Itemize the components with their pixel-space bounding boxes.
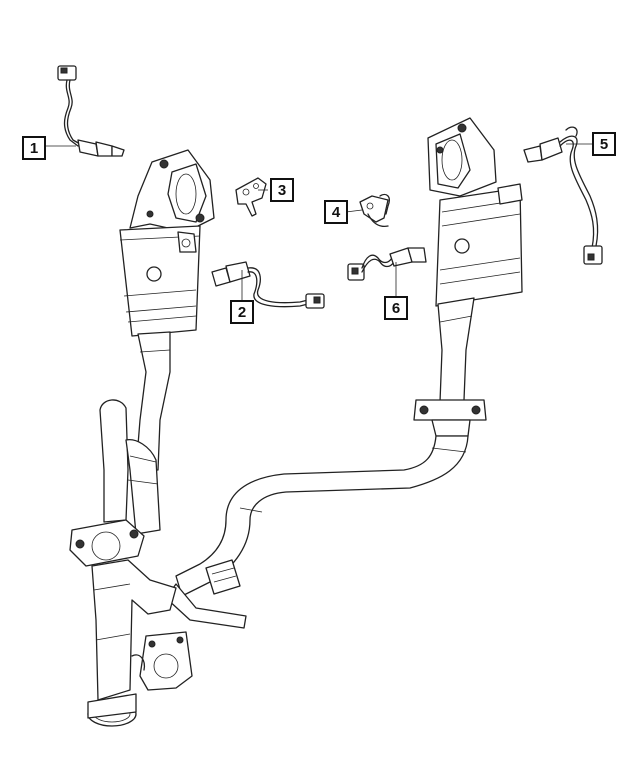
crossover-pipe bbox=[165, 435, 469, 629]
oxygen-sensor-6 bbox=[347, 247, 427, 281]
sensor-bracket-4 bbox=[359, 193, 390, 228]
callout-4-label: 4 bbox=[331, 203, 341, 221]
callout-2: 2 bbox=[230, 300, 254, 324]
callout-6-label: 6 bbox=[391, 299, 401, 317]
oxygen-sensor-2 bbox=[211, 261, 325, 309]
callout-1-label: 1 bbox=[29, 139, 39, 157]
callout-3-label: 3 bbox=[277, 181, 287, 199]
right-catalytic-converter bbox=[413, 117, 523, 437]
callout-3: 3 bbox=[270, 178, 294, 202]
left-intermediate-pipe bbox=[69, 399, 177, 727]
callout-1: 1 bbox=[22, 136, 46, 160]
callout-2-label: 2 bbox=[237, 303, 247, 321]
callout-5: 5 bbox=[592, 132, 616, 156]
bracket-3 bbox=[235, 177, 267, 217]
hanger-bracket bbox=[131, 631, 193, 691]
leader-lines bbox=[46, 143, 592, 300]
callout-5-label: 5 bbox=[599, 135, 609, 153]
oxygen-sensor-1 bbox=[57, 65, 125, 157]
oxygen-sensor-5 bbox=[523, 126, 603, 265]
callout-4: 4 bbox=[324, 200, 348, 224]
callout-6: 6 bbox=[384, 296, 408, 320]
left-catalytic-converter bbox=[119, 149, 215, 471]
